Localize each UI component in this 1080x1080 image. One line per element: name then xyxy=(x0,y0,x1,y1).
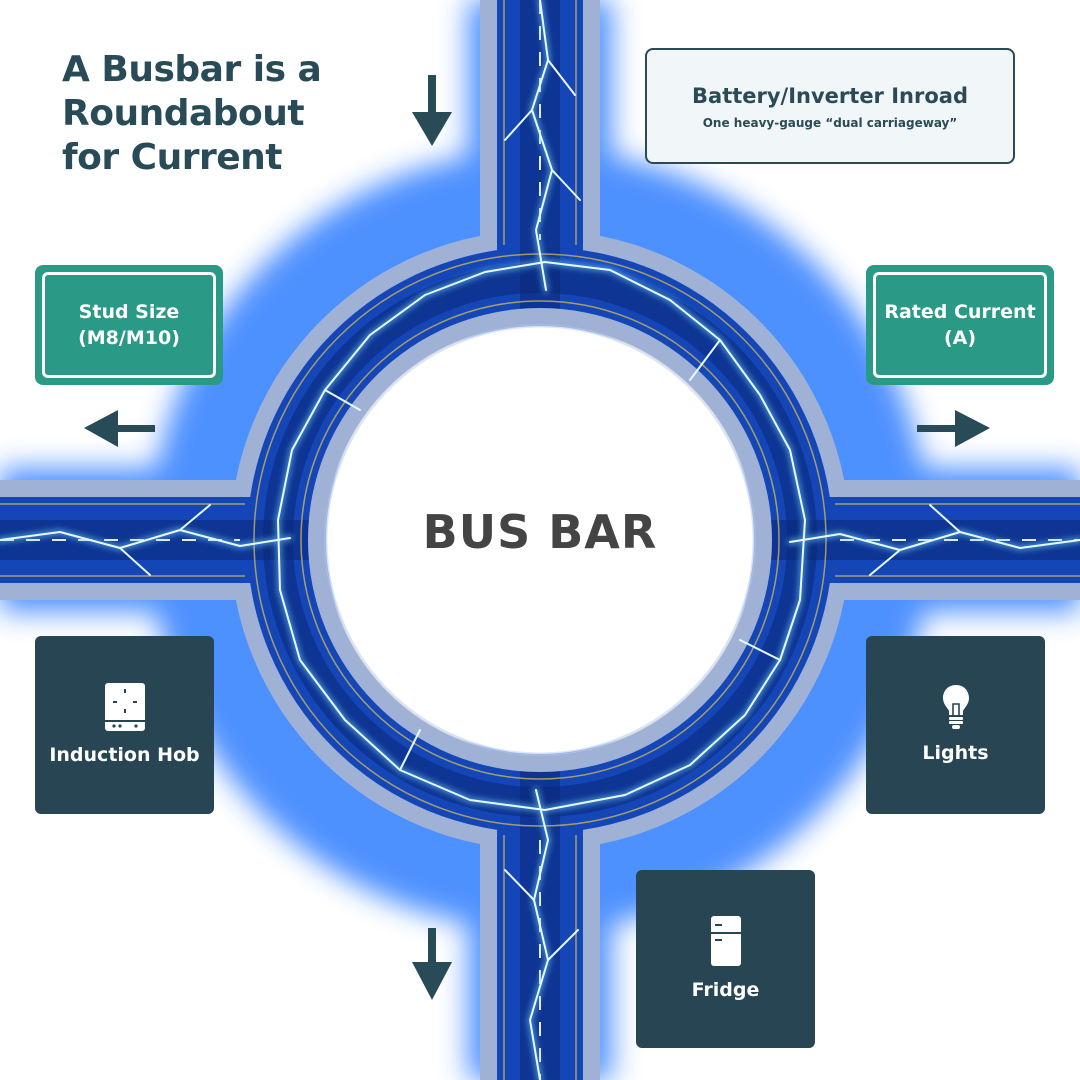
induction-hob-label: Induction Hob xyxy=(49,744,200,766)
induction-hob-tile: Induction Hob xyxy=(35,636,214,814)
rated-current-label: Rated Current (A) xyxy=(873,272,1047,378)
inroad-subtitle: One heavy-gauge “dual carriageway” xyxy=(702,116,958,130)
stud-size-sign: Stud Size (M8/M10) xyxy=(35,265,223,385)
lights-label: Lights xyxy=(922,742,989,764)
light-bulb-icon xyxy=(942,685,969,729)
inroad-title: Battery/Inverter Inroad xyxy=(692,84,968,108)
diagram-title: A Busbar is a Roundabout for Current xyxy=(62,49,322,178)
roundabout-island xyxy=(326,326,754,754)
bus-bar-label: BUS BAR xyxy=(422,505,658,559)
lights-tile: Lights xyxy=(866,636,1045,814)
fridge-label: Fridge xyxy=(691,979,760,1001)
arrow-down-bottom-icon xyxy=(412,928,452,1000)
fridge-tile: Fridge xyxy=(636,870,815,1048)
arrow-down-top-icon xyxy=(412,75,452,146)
induction-hob-icon xyxy=(104,683,145,731)
rated-current-sign: Rated Current (A) xyxy=(866,265,1054,385)
stud-size-label: Stud Size (M8/M10) xyxy=(42,272,216,378)
battery-inverter-inroad-box: Battery/Inverter Inroad One heavy-gauge … xyxy=(645,48,1015,164)
fridge-icon xyxy=(710,916,741,966)
arrow-left-icon xyxy=(84,410,155,447)
arrow-right-icon xyxy=(917,410,990,447)
